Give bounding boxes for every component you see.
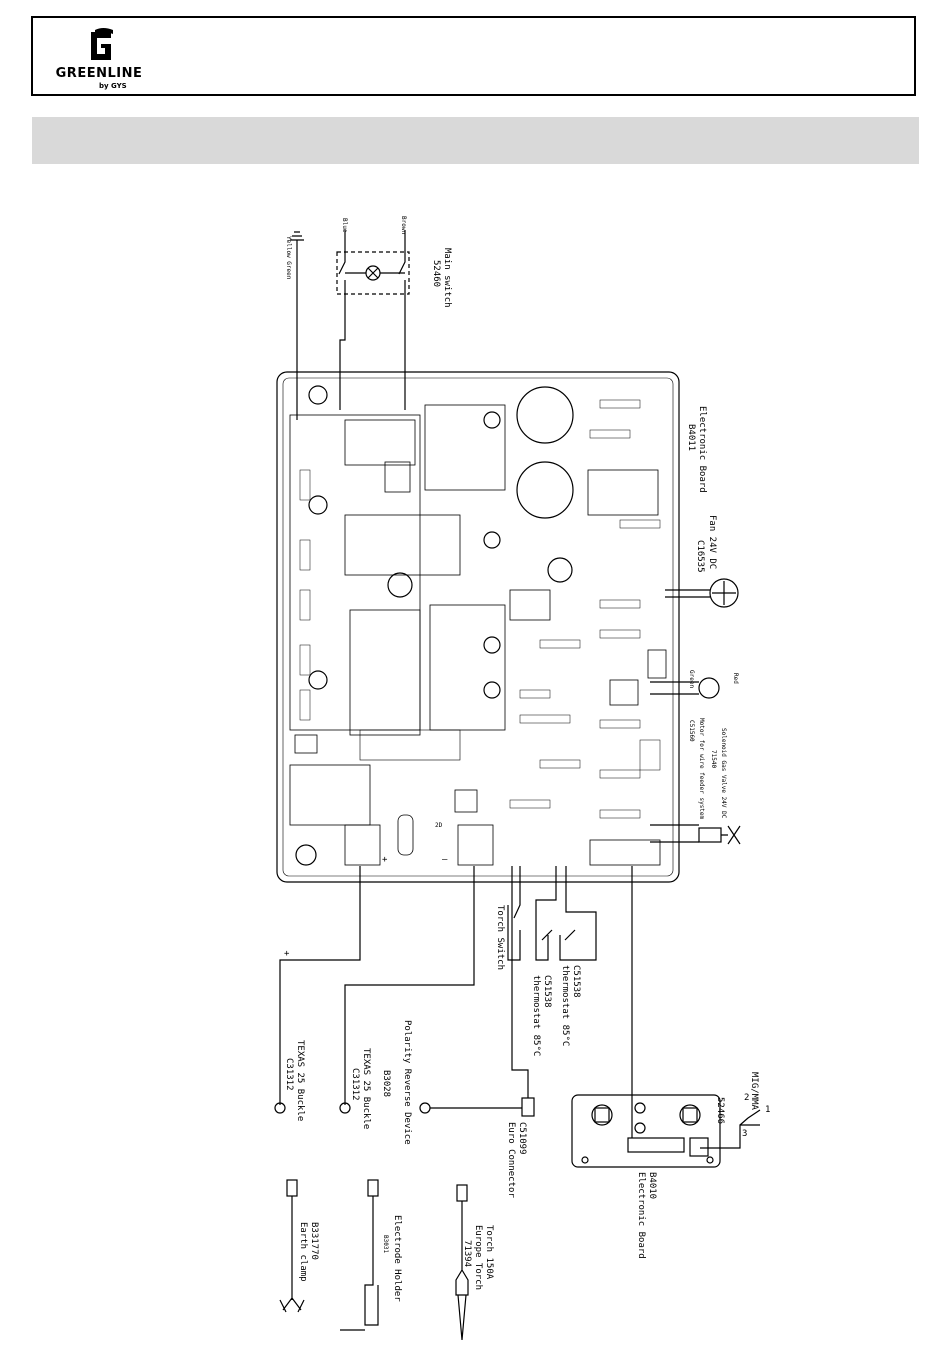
board-b4010-code: B4010 [647, 1172, 657, 1199]
board-b4010-label: Electronic Board [636, 1172, 646, 1259]
fan-icon [709, 578, 739, 608]
switch-pos-2: 2 [744, 1093, 749, 1103]
migmma-label: MIG/MMA [749, 1072, 759, 1111]
euro-connector-icon [521, 1097, 535, 1117]
texas-buckle-2-icon [339, 1102, 351, 1114]
blue-label: Blue [341, 218, 348, 233]
thermostat-2-icon [559, 866, 597, 961]
switch-pos-3: 3 [742, 1129, 747, 1139]
torch-code: 71394 [462, 1240, 472, 1267]
green-wire-label: Green [688, 670, 695, 688]
main-switch-box [336, 251, 410, 295]
solenoid-label: Solenoid Gas Valve 24V DC [720, 728, 727, 819]
board-b4010-outline [571, 1094, 721, 1168]
brown-label: Brown [400, 216, 407, 234]
earth-clamp-icon [279, 1196, 305, 1313]
logo-mark-icon [91, 28, 113, 60]
thermostat-2-label: thermostat 85°C [560, 965, 570, 1046]
terminal-minus [457, 824, 494, 866]
texas-1-code: C31312 [284, 1058, 294, 1091]
polarity-device-icon [419, 1102, 431, 1114]
motor-code: C51560 [688, 720, 695, 742]
torch-icon [455, 1201, 469, 1341]
capacitor-1 [516, 386, 574, 444]
main-switch-label: Main switch [442, 248, 452, 308]
capacitor-2 [516, 461, 574, 519]
torch-type-label: Europe Torch [473, 1225, 483, 1290]
output-transformer [349, 609, 421, 736]
migmma-switch-icon [700, 1109, 761, 1149]
electronic-board-1-label: Electronic Board [697, 406, 707, 493]
thermostat-1-code: C51538 [542, 975, 552, 1008]
heatsink-left [289, 414, 421, 731]
electrode-holder-code: B3031 [382, 1235, 389, 1253]
solenoid-coil [698, 827, 722, 843]
thermostat-1-label: thermostat 85°C [531, 975, 541, 1056]
terminal-plus [344, 824, 381, 866]
torch-switch-label: Torch Switch [495, 905, 505, 970]
input-transformer [289, 764, 371, 826]
electrode-holder-icon [340, 1196, 379, 1331]
thermostat-1-icon [535, 866, 557, 961]
polarity-label: Polarity Reverse Device [402, 1020, 412, 1145]
plus-wire [279, 866, 361, 1105]
brand-sub: by GYS [99, 82, 127, 90]
brand-name: GREENLINE [55, 66, 143, 81]
earth-clamp-label: Earth clamp [298, 1222, 308, 1282]
polarity-code: B3028 [381, 1070, 391, 1097]
power-transistors [344, 514, 461, 576]
switch-pos-1: 1 [765, 1105, 770, 1115]
migmma-code: 52466 [715, 1097, 725, 1124]
minus-terminal-label: — [442, 855, 448, 865]
main-pcb-outline [276, 371, 680, 883]
thermostat-2-code: C51538 [571, 965, 581, 998]
electronic-board-1-code: B4011 [686, 424, 696, 451]
main-switch-code: 52460 [431, 260, 441, 287]
motor-icon [698, 677, 720, 699]
plus-terminal-label: + [382, 855, 388, 865]
red-wire-label: Red [732, 673, 739, 684]
solenoid-code: 71540 [710, 750, 717, 768]
electrode-holder-label: Electrode Holder [392, 1215, 402, 1302]
torch-switch-icon [507, 866, 521, 961]
torch-label: Torch 150A [484, 1225, 494, 1280]
earth-clamp-code: B331770 [309, 1222, 319, 1260]
fan-code: C16535 [695, 540, 705, 573]
texas-1-label: TEXAS 25 Buckle [295, 1040, 305, 1121]
motor-label: Motor for wire feeder system [698, 718, 705, 820]
texas-2-label: TEXAS 25 Buckle [361, 1048, 371, 1129]
yellow-green-label: Yellow Green [285, 236, 292, 280]
euro-connector-code: C51099 [517, 1122, 527, 1155]
texas-buckle-1-icon [274, 1102, 286, 1114]
wire-plus-label: + [284, 949, 290, 959]
header-box: GREENLINE by GYS [31, 16, 916, 96]
greenline-logo: GREENLINE by GYS [43, 28, 155, 92]
valve-icon [727, 825, 741, 845]
minus-wire [344, 866, 475, 1105]
fan-label: Fan 24V DC [707, 515, 717, 569]
board-2d-label: 2D [435, 822, 443, 829]
title-band [32, 117, 919, 164]
texas-2-code: C31312 [350, 1068, 360, 1101]
euro-connector-label: Euro Connector [506, 1122, 516, 1198]
